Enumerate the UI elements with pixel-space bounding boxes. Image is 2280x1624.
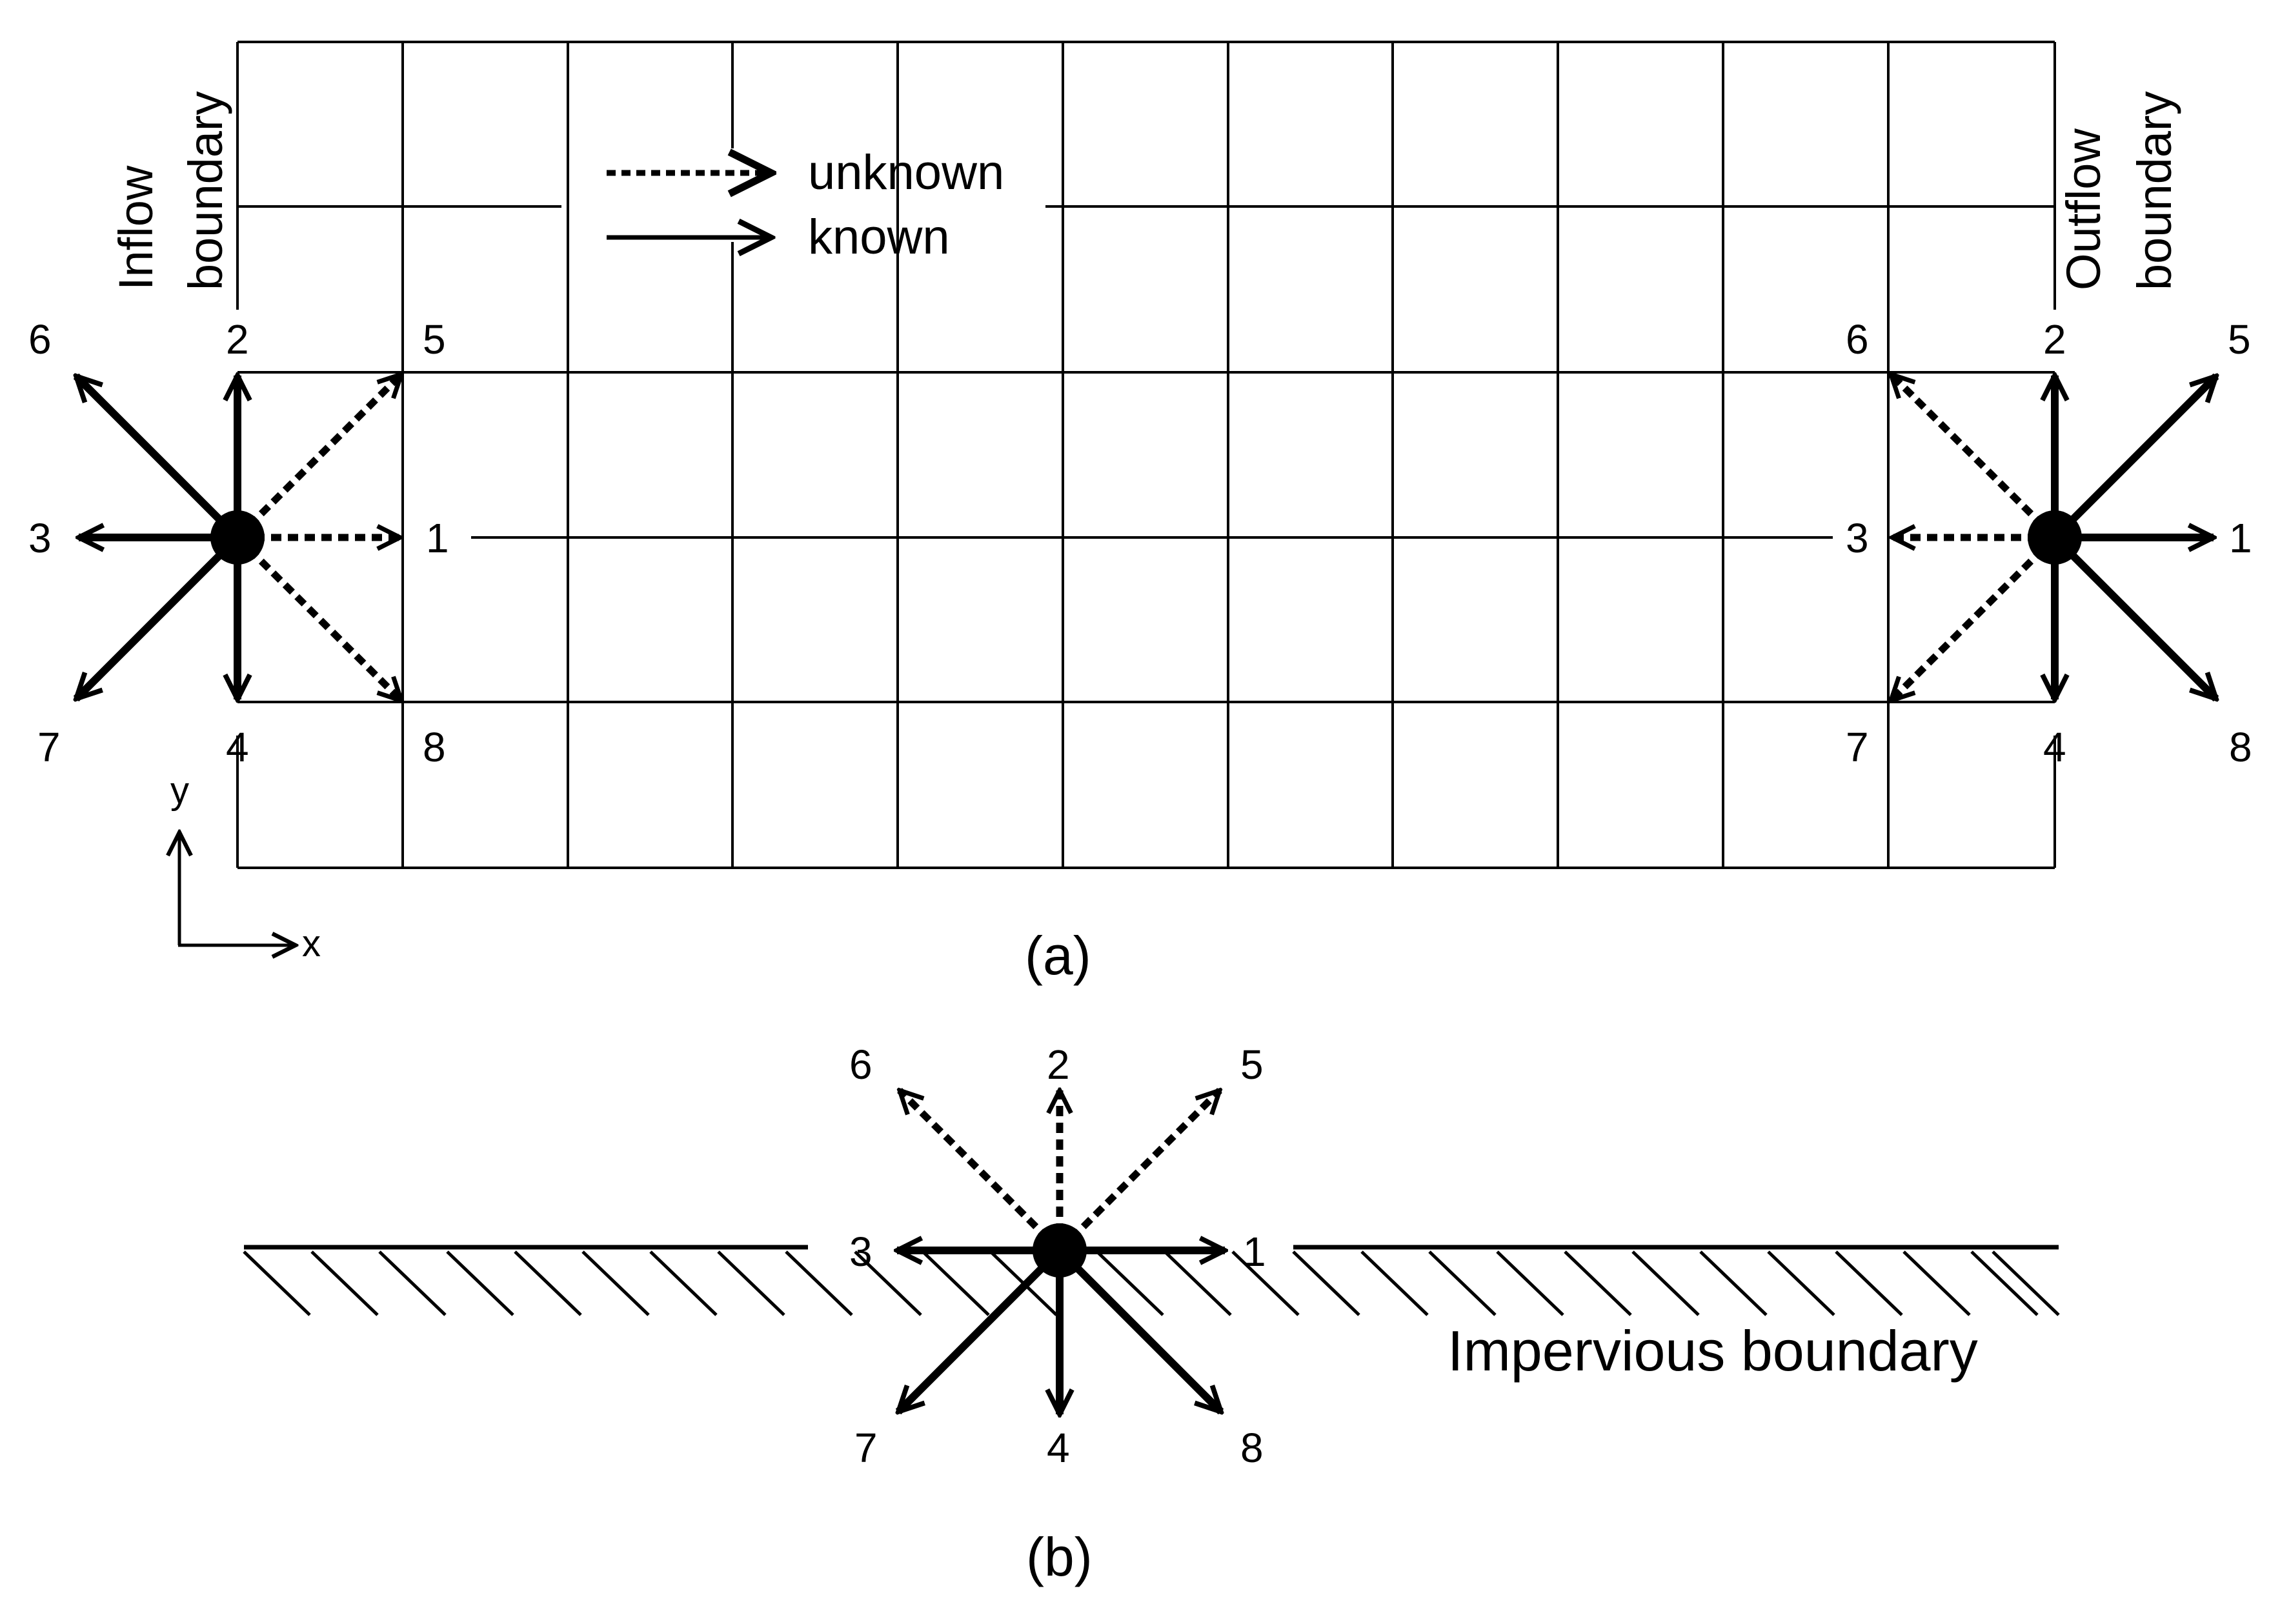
legend-known-label: known <box>808 210 950 265</box>
inflow-node <box>76 374 401 701</box>
wall-dir-8-arrow <box>1056 1247 1221 1412</box>
wall-dir-5-label: 5 <box>1240 1041 1264 1088</box>
inflow-node-dot <box>210 510 265 565</box>
inflow-dir-4-label: 4 <box>226 724 249 770</box>
inflow-label-line1: Inflow <box>109 165 163 290</box>
impervious-boundary-label: Impervious boundary <box>1448 1319 1978 1383</box>
wall-dir-6-label: 6 <box>849 1041 873 1088</box>
inflow-dir-5-label: 5 <box>423 316 446 363</box>
inflow-dir-6-arrow <box>76 376 241 541</box>
y-axis-label: y <box>170 770 189 812</box>
inflow-dir-8-label: 8 <box>423 724 446 770</box>
outflow-node-dot <box>2028 510 2082 565</box>
inflow-dir-8-arrow <box>235 535 401 701</box>
outflow-dir-5-arrow <box>2052 376 2216 541</box>
wall-dir-7-arrow <box>898 1247 1063 1412</box>
inflow-dir-3-label: 3 <box>28 515 52 561</box>
wall-direction-labels: 1 2 3 4 5 6 7 8 <box>849 1041 1266 1471</box>
inflow-boundary-label: Inflow boundary <box>109 91 232 290</box>
panel-b-caption: (b) <box>1026 1527 1093 1587</box>
outflow-dir-7-arrow <box>1891 535 2057 701</box>
inflow-dir-7-arrow <box>76 534 241 699</box>
wall-dir-5-arrow <box>1057 1090 1220 1253</box>
outflow-dir-6-arrow <box>1891 374 2057 540</box>
outflow-direction-labels: 1 2 3 4 5 6 7 8 <box>1846 316 2252 770</box>
inflow-dir-2-label: 2 <box>226 316 249 363</box>
outflow-node <box>1891 374 2216 701</box>
wall-dir-6-arrow <box>900 1090 1062 1253</box>
wall-node <box>897 1090 1225 1414</box>
outflow-dir-7-label: 7 <box>1846 724 1869 770</box>
wall-dir-3-label: 3 <box>849 1228 873 1275</box>
inflow-direction-labels: 1 2 3 4 5 6 7 8 <box>28 316 449 770</box>
outflow-label-line2: boundary <box>2128 91 2181 290</box>
impervious-wall <box>243 1245 2060 1316</box>
outflow-dir-1-label: 1 <box>2229 515 2252 561</box>
outflow-dir-3-label: 3 <box>1846 515 1869 561</box>
wall-dir-4-label: 4 <box>1047 1425 1070 1471</box>
inflow-dir-7-label: 7 <box>37 724 61 770</box>
outflow-dir-4-label: 4 <box>2043 724 2066 770</box>
wall-dir-2-label: 2 <box>1047 1041 1070 1088</box>
outflow-boundary-label: Outflow boundary <box>2057 91 2181 290</box>
coordinate-axes: y x <box>170 770 321 965</box>
lattice-grid <box>236 41 2056 869</box>
wall-hatching <box>243 1250 2060 1316</box>
wall-dir-8-label: 8 <box>1240 1425 1264 1471</box>
outflow-dir-8-arrow <box>2052 534 2216 699</box>
wall-dir-1-label: 1 <box>1243 1228 1266 1275</box>
inflow-dir-1-label: 1 <box>426 515 449 561</box>
x-axis-label: x <box>302 923 321 965</box>
legend: unknown known <box>607 145 1004 265</box>
legend-unknown-label: unknown <box>808 145 1004 200</box>
outflow-dir-5-label: 5 <box>2228 316 2251 363</box>
outflow-label-line1: Outflow <box>2057 128 2110 290</box>
outflow-dir-2-label: 2 <box>2043 316 2066 363</box>
outflow-dir-6-label: 6 <box>1846 316 1869 363</box>
inflow-dir-5-arrow <box>235 374 401 540</box>
panel-a-caption: (a) <box>1025 925 1091 986</box>
outflow-dir-8-label: 8 <box>2229 724 2252 770</box>
inflow-label-line2: boundary <box>179 91 232 290</box>
inflow-dir-6-label: 6 <box>28 316 52 363</box>
wall-dir-7-label: 7 <box>854 1425 878 1471</box>
wall-node-dot <box>1033 1223 1087 1278</box>
